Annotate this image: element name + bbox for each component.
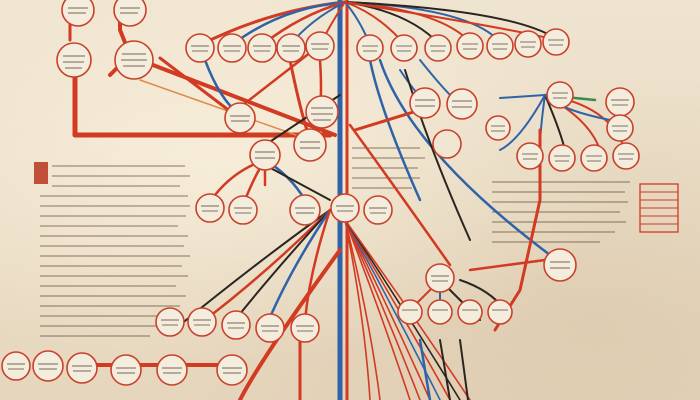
- roundel: [217, 33, 247, 63]
- roundel: [330, 193, 360, 223]
- roundel: [427, 299, 453, 325]
- roundel: [516, 142, 544, 170]
- roundel: [56, 42, 92, 78]
- roundel: [363, 195, 393, 225]
- roundel: [397, 299, 423, 325]
- roundel: [305, 31, 335, 61]
- roundel: [514, 30, 542, 58]
- roundel: [195, 193, 225, 223]
- roundel: [457, 299, 483, 325]
- roundel: [110, 354, 142, 386]
- roundel: [612, 142, 640, 170]
- roundel: [390, 34, 418, 62]
- roundel: [216, 354, 248, 386]
- roundel: [221, 310, 251, 340]
- roundel: [289, 194, 321, 226]
- bracket-lines: [640, 191, 678, 225]
- roundel: [228, 195, 258, 225]
- roundel: [114, 40, 154, 80]
- roundel: [542, 28, 570, 56]
- roundel: [606, 114, 634, 142]
- roundel: [548, 144, 576, 172]
- roundel: [247, 33, 277, 63]
- roundel: [432, 129, 462, 159]
- roundel: [293, 128, 327, 162]
- roundel: [485, 115, 511, 141]
- roundel: [155, 307, 185, 337]
- roundel: [356, 34, 384, 62]
- roundel: [425, 263, 455, 293]
- roundel: [305, 95, 339, 129]
- roundel: [1, 351, 31, 381]
- roundel: [446, 88, 478, 120]
- left-text-column: [34, 162, 190, 337]
- roundel: [486, 32, 514, 60]
- roundel: [487, 299, 513, 325]
- roundel: [66, 352, 98, 384]
- roundel: [61, 0, 95, 27]
- roundel: [276, 33, 306, 63]
- roundel: [224, 102, 256, 134]
- roundel: [605, 87, 635, 117]
- roundel: [456, 32, 484, 60]
- roundel: [185, 33, 215, 63]
- roundel: [187, 307, 217, 337]
- roundel: [409, 87, 441, 119]
- roundel: [424, 34, 452, 62]
- roundel: [546, 81, 574, 109]
- center-text-block: [352, 147, 425, 189]
- roundel: [580, 144, 608, 172]
- roundel: [255, 313, 285, 343]
- roundel: [249, 139, 281, 171]
- roundels: [1, 0, 640, 386]
- right-text-column: [492, 181, 630, 243]
- roundel: [32, 350, 64, 382]
- initial-letter: [34, 162, 48, 184]
- roundel: [543, 248, 577, 282]
- roundel: [156, 354, 188, 386]
- roundel: [113, 0, 147, 27]
- roundel: [290, 313, 320, 343]
